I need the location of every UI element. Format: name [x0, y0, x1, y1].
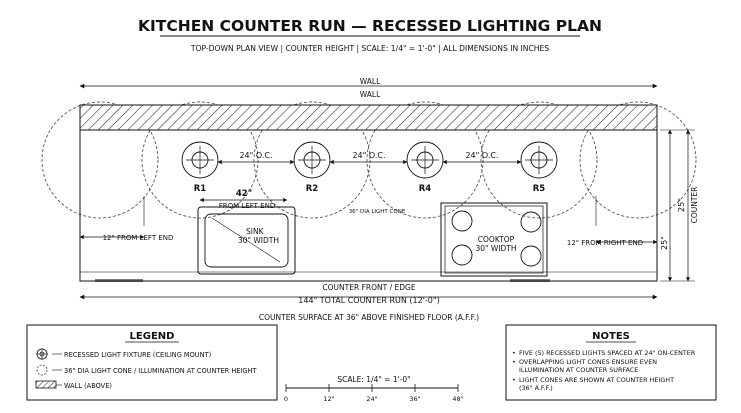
scale-bar-label: SCALE: 1/4" = 1'-0" [337, 375, 410, 384]
note-item-2: OVERLAPPING LIGHT CONES ENSURE EVEN [519, 358, 657, 366]
spacing-label-2: 24" O.C. [352, 151, 385, 160]
counter-front-label: COUNTER FRONT / EDGE [322, 283, 415, 292]
legend: LEGEND RECESSED LIGHT FIXTURE (CEILING M… [26, 324, 278, 401]
legend-light-cone-icon [36, 364, 48, 376]
scale-tick-0: 0 [284, 395, 288, 403]
depth-label-outer: 25" [677, 198, 686, 212]
legend-wall-hatch-icon [35, 380, 57, 389]
sink-width-label: 30" WIDTH [238, 236, 279, 245]
light-label-r2: R2 [306, 184, 319, 194]
light-fixture-r1 [181, 141, 219, 179]
cooktop-width-label: 30" WIDTH [475, 244, 516, 253]
legend-item-wall: WALL (ABOVE) [64, 382, 112, 390]
legend-light-fixture-icon [36, 348, 48, 360]
total-run-label: 144" TOTAL COUNTER RUN (12'-0") [298, 296, 439, 305]
scale-tick-36: 36" [409, 395, 420, 403]
light-fixture-r5 [520, 141, 558, 179]
page-subtitle: TOP-DOWN PLAN VIEW | COUNTER HEIGHT | SC… [190, 44, 549, 53]
sink [197, 206, 296, 275]
front-edge-mark-right [510, 279, 550, 282]
scale-tick-48: 48" [452, 395, 463, 403]
note-bullet-1: • [512, 349, 516, 357]
burner-bottom-left [451, 244, 473, 266]
light-fixtures [181, 141, 558, 179]
note-item-3: LIGHT CONES ARE SHOWN AT COUNTER HEIGHT [519, 376, 674, 384]
light-label-r4: R4 [419, 184, 432, 194]
legend-item-light-fixture: RECESSED LIGHT FIXTURE (CEILING MOUNT) [64, 351, 211, 359]
light-cone-label: 36" DIA LIGHT CONE [349, 209, 406, 215]
sink-leader-line [211, 217, 281, 263]
light-label-r5: R5 [533, 184, 546, 194]
depth-label-inner: 25" [660, 236, 669, 250]
spacing-label-3: 24" O.C. [465, 151, 498, 160]
burner-top-left [451, 210, 473, 232]
spacing-label-1: 24" O.C. [239, 151, 272, 160]
light-cone-right-edge [579, 101, 697, 219]
cooktop-label: COOKTOP [478, 235, 515, 244]
wall-hatch [79, 104, 658, 131]
legend-title: LEGEND [130, 331, 175, 342]
wall-label-inner: WALL [360, 90, 381, 99]
light-fixture-r2 [293, 141, 331, 179]
note-item-2-cont: ILLUMINATION AT COUNTER SURFACE [519, 366, 638, 374]
scale-bar: SCALE: 1/4" = 1'-0" 0 12" 24" 36" 48" [284, 375, 464, 403]
depth-counter-label: COUNTER [690, 187, 699, 224]
legend-item-light-cone: 36" DIA LIGHT CONE / ILLUMINATION AT COU… [64, 367, 257, 375]
light-fixture-r4 [406, 141, 444, 179]
sink-dim-label: 42" [236, 189, 252, 199]
left-end-label: 12" FROM LEFT END [103, 234, 174, 242]
burner-bottom-right [520, 245, 542, 267]
surface-note: COUNTER SURFACE AT 36" ABOVE FINISHED FL… [259, 313, 479, 322]
note-bullet-3: • [512, 376, 516, 384]
note-bullet-2: • [512, 358, 516, 366]
light-cone-left-edge [41, 101, 159, 219]
counter-outline [79, 129, 658, 282]
light-label-r1: R1 [194, 184, 207, 194]
page-title: KITCHEN COUNTER RUN — RECESSED LIGHTING … [138, 17, 602, 35]
front-edge-mark-left [95, 279, 143, 282]
scale-tick-24: 24" [366, 395, 377, 403]
cooktop [440, 202, 548, 277]
notes: NOTES • FIVE (5) RECESSED LIGHTS SPACED … [505, 324, 717, 401]
scale-tick-12: 12" [323, 395, 334, 403]
sink-from-left-label: FROM LEFT END [219, 202, 275, 210]
right-end-label: 12" FROM RIGHT END [567, 239, 643, 247]
wall-label-outer: WALL [360, 77, 381, 86]
notes-title: NOTES [592, 331, 630, 342]
note-item-3-cont: (36" A.F.F.) [519, 384, 553, 392]
sink-label: SINK [246, 227, 265, 236]
note-item-1: FIVE (5) RECESSED LIGHTS SPACED AT 24" O… [519, 349, 696, 357]
burner-top-right [520, 211, 542, 233]
